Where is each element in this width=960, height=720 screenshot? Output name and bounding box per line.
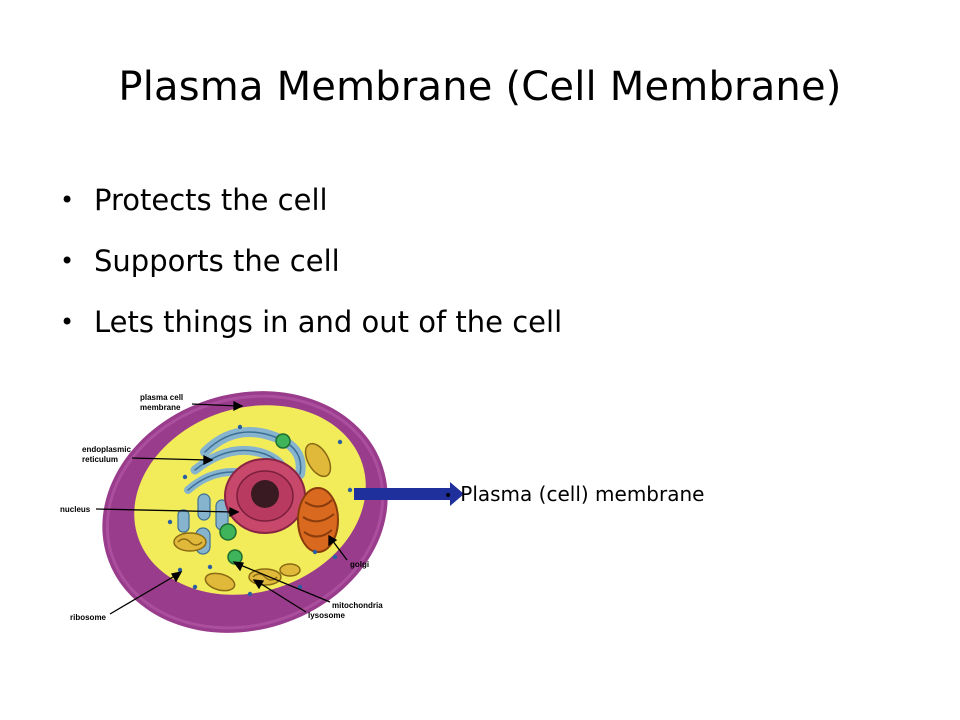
label-er-2: reticulum: [82, 455, 118, 464]
label-er: endoplasmic: [82, 445, 131, 454]
leader-lines: [95, 400, 348, 615]
label-golgi: golgi: [350, 560, 369, 569]
bullet-text: Protects the cell: [94, 183, 328, 217]
bullet-text: Supports the cell: [94, 244, 340, 278]
er-vesicles: [177, 493, 229, 555]
ribosome-dots: [167, 424, 353, 597]
bullet-dot-icon: •: [60, 186, 75, 214]
bullet-dot-icon: •: [60, 247, 75, 275]
bullet-item: • Lets things in and out of the cell: [60, 300, 562, 361]
bullet-list: • Protects the cell • Supports the cell • L…: [60, 178, 562, 361]
slide-title: Plasma Membrane (Cell Membrane): [118, 64, 842, 110]
bullet-dot-icon: •: [60, 308, 75, 336]
animal-cell-diagram: plasma cell membrane endoplasmic reticul…: [60, 391, 464, 633]
callout-bullet: • Plasma (cell) membrane: [444, 480, 704, 510]
label-ribosome: ribosome: [70, 613, 107, 622]
bullet-item: • Protects the cell: [60, 178, 562, 239]
callout-text: Plasma (cell) membrane: [460, 482, 705, 506]
label-nucleus: nucleus: [60, 505, 91, 514]
mitochondria-shapes: [173, 442, 332, 592]
label-plasma-membrane-2: membrane: [140, 403, 181, 412]
bullet-text: Lets things in and out of the cell: [94, 305, 563, 339]
bullet-item: • Supports the cell: [60, 239, 562, 300]
golgi-shape: [297, 487, 339, 553]
nucleolus-shape: [251, 480, 279, 508]
label-plasma-membrane: plasma cell: [140, 393, 183, 402]
label-lysosome: lysosome: [308, 611, 345, 620]
label-mitochondria: mitochondria: [332, 601, 383, 610]
callout-arrow-icon: [354, 482, 464, 506]
bullet-dot-icon: •: [444, 487, 453, 504]
